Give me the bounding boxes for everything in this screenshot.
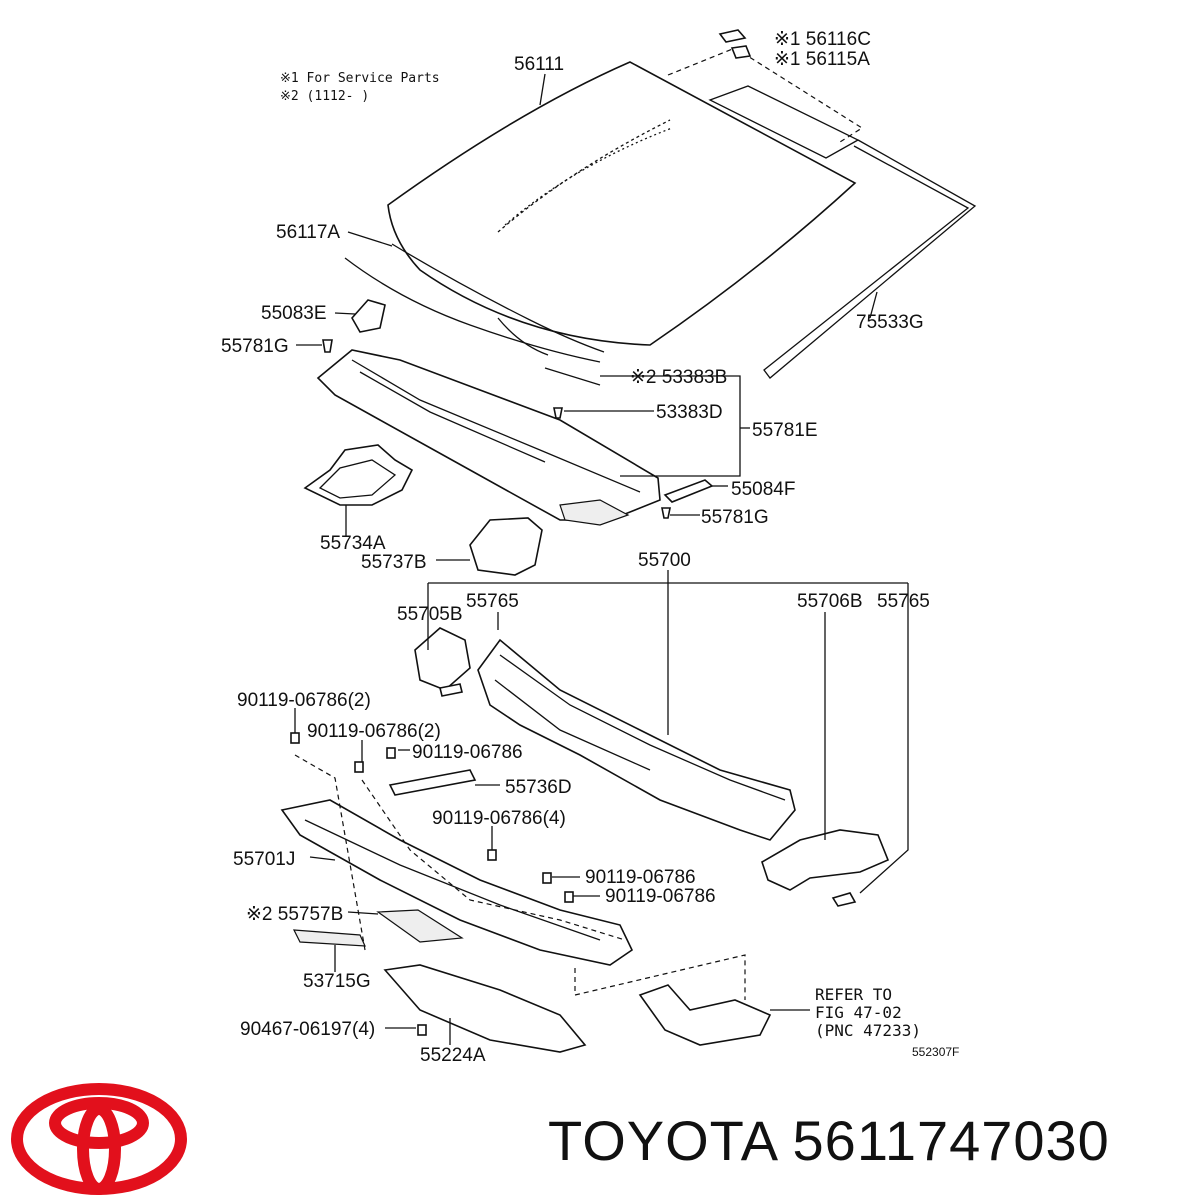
- label-55781G-bottom: 55781G: [701, 507, 769, 528]
- brand-part-number: TOYOTA 5611747030: [548, 1109, 1110, 1172]
- cowl-weatherstrip: [344, 243, 605, 363]
- windshield-molding: [708, 85, 977, 379]
- cowl-side-panel-55706B: [761, 829, 890, 891]
- label-55083E: 55083E: [261, 303, 327, 324]
- label-56115A: ※1 56115A: [774, 49, 870, 70]
- cowl-top-ventilator-louver: [316, 349, 661, 526]
- pad-55757B: [376, 909, 464, 943]
- label-53715G: 53715G: [303, 971, 371, 992]
- cowl-seal-55737B: [469, 517, 543, 576]
- hood-seal-53383B: [544, 367, 601, 386]
- figure-code: 552307F: [912, 1045, 959, 1059]
- clip-56116C: [718, 29, 747, 43]
- bolt-icon: [290, 732, 574, 1036]
- date-range-note: ※2 (1112- ): [280, 89, 369, 104]
- clip-56115A: [730, 45, 752, 59]
- seal-55765-a: [439, 683, 463, 697]
- cowl-lower-panel: [280, 799, 634, 966]
- leader-lines: [294, 73, 909, 1045]
- label-55700: 55700: [638, 550, 691, 571]
- label-90119-06786-2a: 90119-06786(2): [237, 690, 371, 711]
- label-55781G-top: 55781G: [221, 336, 289, 357]
- label-55736D: 55736D: [505, 777, 572, 798]
- cowl-side-panel-55705B: [414, 627, 471, 691]
- service-parts-note: ※1 For Service Parts: [280, 71, 440, 86]
- label-55757B: ※2 55757B: [246, 904, 343, 925]
- label-75533G: 75533G: [856, 312, 924, 333]
- label-55737B: 55737B: [361, 552, 427, 573]
- label-90467-06197: 90467-06197(4): [240, 1019, 375, 1040]
- cowl-extension-55224A: [383, 964, 587, 1053]
- label-55224A: 55224A: [420, 1045, 486, 1066]
- refer-to-line3: (PNC 47233): [815, 1021, 921, 1040]
- label-53383B: ※2 53383B: [630, 367, 727, 388]
- label-90119-06786-4: 90119-06786(4): [432, 808, 566, 829]
- hood-lock-bracket: [638, 984, 772, 1046]
- label-56117A: 56117A: [276, 222, 340, 243]
- clip-55781G-b: [661, 507, 671, 519]
- clip-55781G-a: [322, 339, 333, 353]
- label-56111: 56111: [514, 54, 564, 75]
- label-55706B: 55706B: [797, 591, 863, 612]
- pad-53715G: [292, 929, 366, 947]
- label-90119-06786-c: 90119-06786: [605, 886, 716, 907]
- label-56116C: ※1 56116C: [774, 29, 871, 50]
- label-55084F: 55084F: [731, 479, 795, 500]
- toyota-logo-icon: [11, 1083, 187, 1195]
- cowl-bracket-55084F: [663, 479, 714, 503]
- label-55734A: 55734A: [320, 533, 386, 554]
- cowl-seal-55734A: [303, 444, 414, 506]
- label-90119-06786-a: 90119-06786: [412, 742, 523, 763]
- bracket-55736D: [388, 769, 477, 796]
- label-55765-right: 55765: [877, 591, 930, 612]
- refer-to-line2: FIG 47-02: [815, 1003, 902, 1022]
- windshield-glass: [387, 61, 857, 356]
- cowl-side-piece-55083E: [351, 299, 386, 333]
- seal-55765-b: [831, 892, 857, 907]
- cowl-top-panel: [477, 638, 796, 841]
- label-55781E: 55781E: [752, 420, 818, 441]
- label-55705B: 55705B: [397, 604, 463, 625]
- refer-to-line1: REFER TO: [815, 985, 892, 1004]
- label-55701J: 55701J: [233, 849, 295, 870]
- clip-53383D: [553, 407, 563, 419]
- label-90119-06786-b: 90119-06786: [585, 867, 696, 888]
- label-55765-left: 55765: [466, 591, 519, 612]
- label-53383D: 53383D: [656, 402, 723, 423]
- parts-diagram: ※1 For Service Parts ※2 (1112- ): [221, 29, 977, 1066]
- label-90119-06786-2b: 90119-06786(2): [307, 721, 441, 742]
